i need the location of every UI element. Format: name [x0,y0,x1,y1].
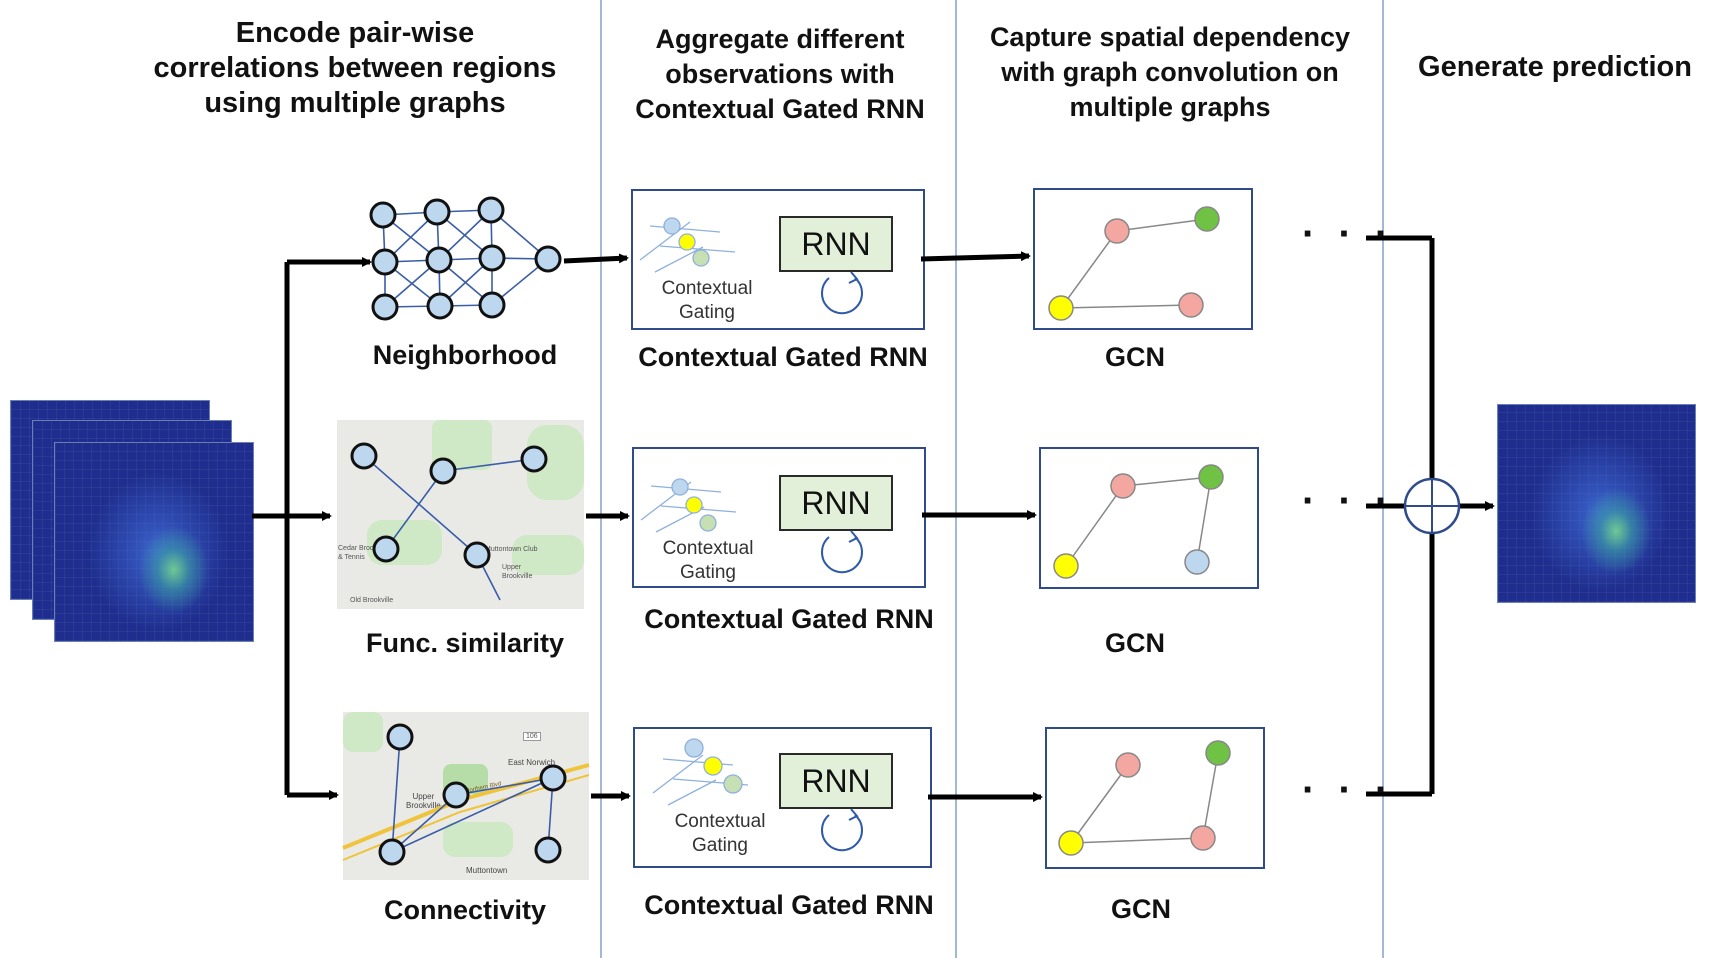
sum-operator [1403,477,1461,535]
neighborhood-nodes [369,196,562,321]
header-capture: Capture spatial dependency with graph co… [989,22,1351,122]
functional-nodes [350,442,548,569]
caption-gcn-3: GCN [1111,894,1171,924]
rnn-block-1: RNN [779,216,893,272]
arrow-neighborhood-to-rnn [563,253,629,264]
rnn-block-3: RNN [779,753,893,809]
map-label-cedar-brook: Cedar Brook & Tennis [338,545,378,561]
ellipsis-1: · · · [1302,212,1395,256]
caption-cgrnn-2: Contextual Gated RNN [644,604,934,634]
map-label-upper-brookville: Upper Brookville [406,792,441,810]
input-heatmap-front [54,442,254,642]
caption-gcn-1: GCN [1105,342,1165,372]
map-label-east-norwich: East Norwich [508,758,556,767]
map-label-upper-brookville: Upper Brookville [502,564,533,580]
recurrent-loop-icon [821,271,863,315]
contextual-gating-label-3: Contextual Gating [674,811,766,856]
connectivity-nodes [378,723,567,866]
neighborhood-graph [382,209,549,308]
section-divider-2 [955,0,957,958]
header-aggregate: Aggregate different observations with Co… [635,24,925,124]
output-heatmap [1497,404,1696,603]
map-label-muttontown-club: Muttontown Club [485,546,538,553]
map-green-area [343,712,383,752]
section-divider-3 [1382,0,1384,958]
header-encode: Encode pair-wise correlations between re… [153,17,557,119]
map-green-area [512,535,584,575]
flow-arrows [252,235,1495,802]
gcn-graph-1 [1048,206,1220,321]
contextual-gating-label-2: Contextual Gating [662,538,754,583]
rnn-block-2: RNN [779,475,893,531]
label-connectivity: Connectivity [383,895,547,925]
caption-cgrnn-1: Contextual Gated RNN [638,342,928,372]
arrow-rnn1-to-gcn1 [920,251,1031,262]
recurrent-loop-icon [821,808,863,852]
map-label-old-brookville: Old Brookville [350,597,394,604]
ellipsis-3: · · · [1302,768,1395,812]
recurrent-loop-icon [821,530,863,574]
ellipsis-2: · · · [1302,479,1395,523]
connectivity-graph [391,736,554,853]
gating-sketch-1 [639,217,736,273]
caption-cgrnn-3: Contextual Gated RNN [644,890,934,920]
gcn-graph-2 [1053,464,1224,579]
label-functional-similarity: Func. similarity [365,628,565,658]
map-functional-similarity: Cedar Brook & Tennis Muttontown Club Upp… [337,420,584,609]
caption-gcn-2: GCN [1105,628,1165,658]
contextual-gating-label-1: Contextual Gating [661,278,753,323]
map-label-route-106: 106 [523,732,541,741]
section-divider-1 [600,0,602,958]
label-neighborhood: Neighborhood [372,340,558,370]
gating-sketch-3 [652,738,749,806]
gcn-graph-3 [1058,740,1231,856]
map-green-area [443,822,513,857]
map-label-muttontown: Muttontown [466,866,508,875]
header-generate: Generate prediction [1418,51,1692,83]
gating-sketch-2 [640,478,737,533]
